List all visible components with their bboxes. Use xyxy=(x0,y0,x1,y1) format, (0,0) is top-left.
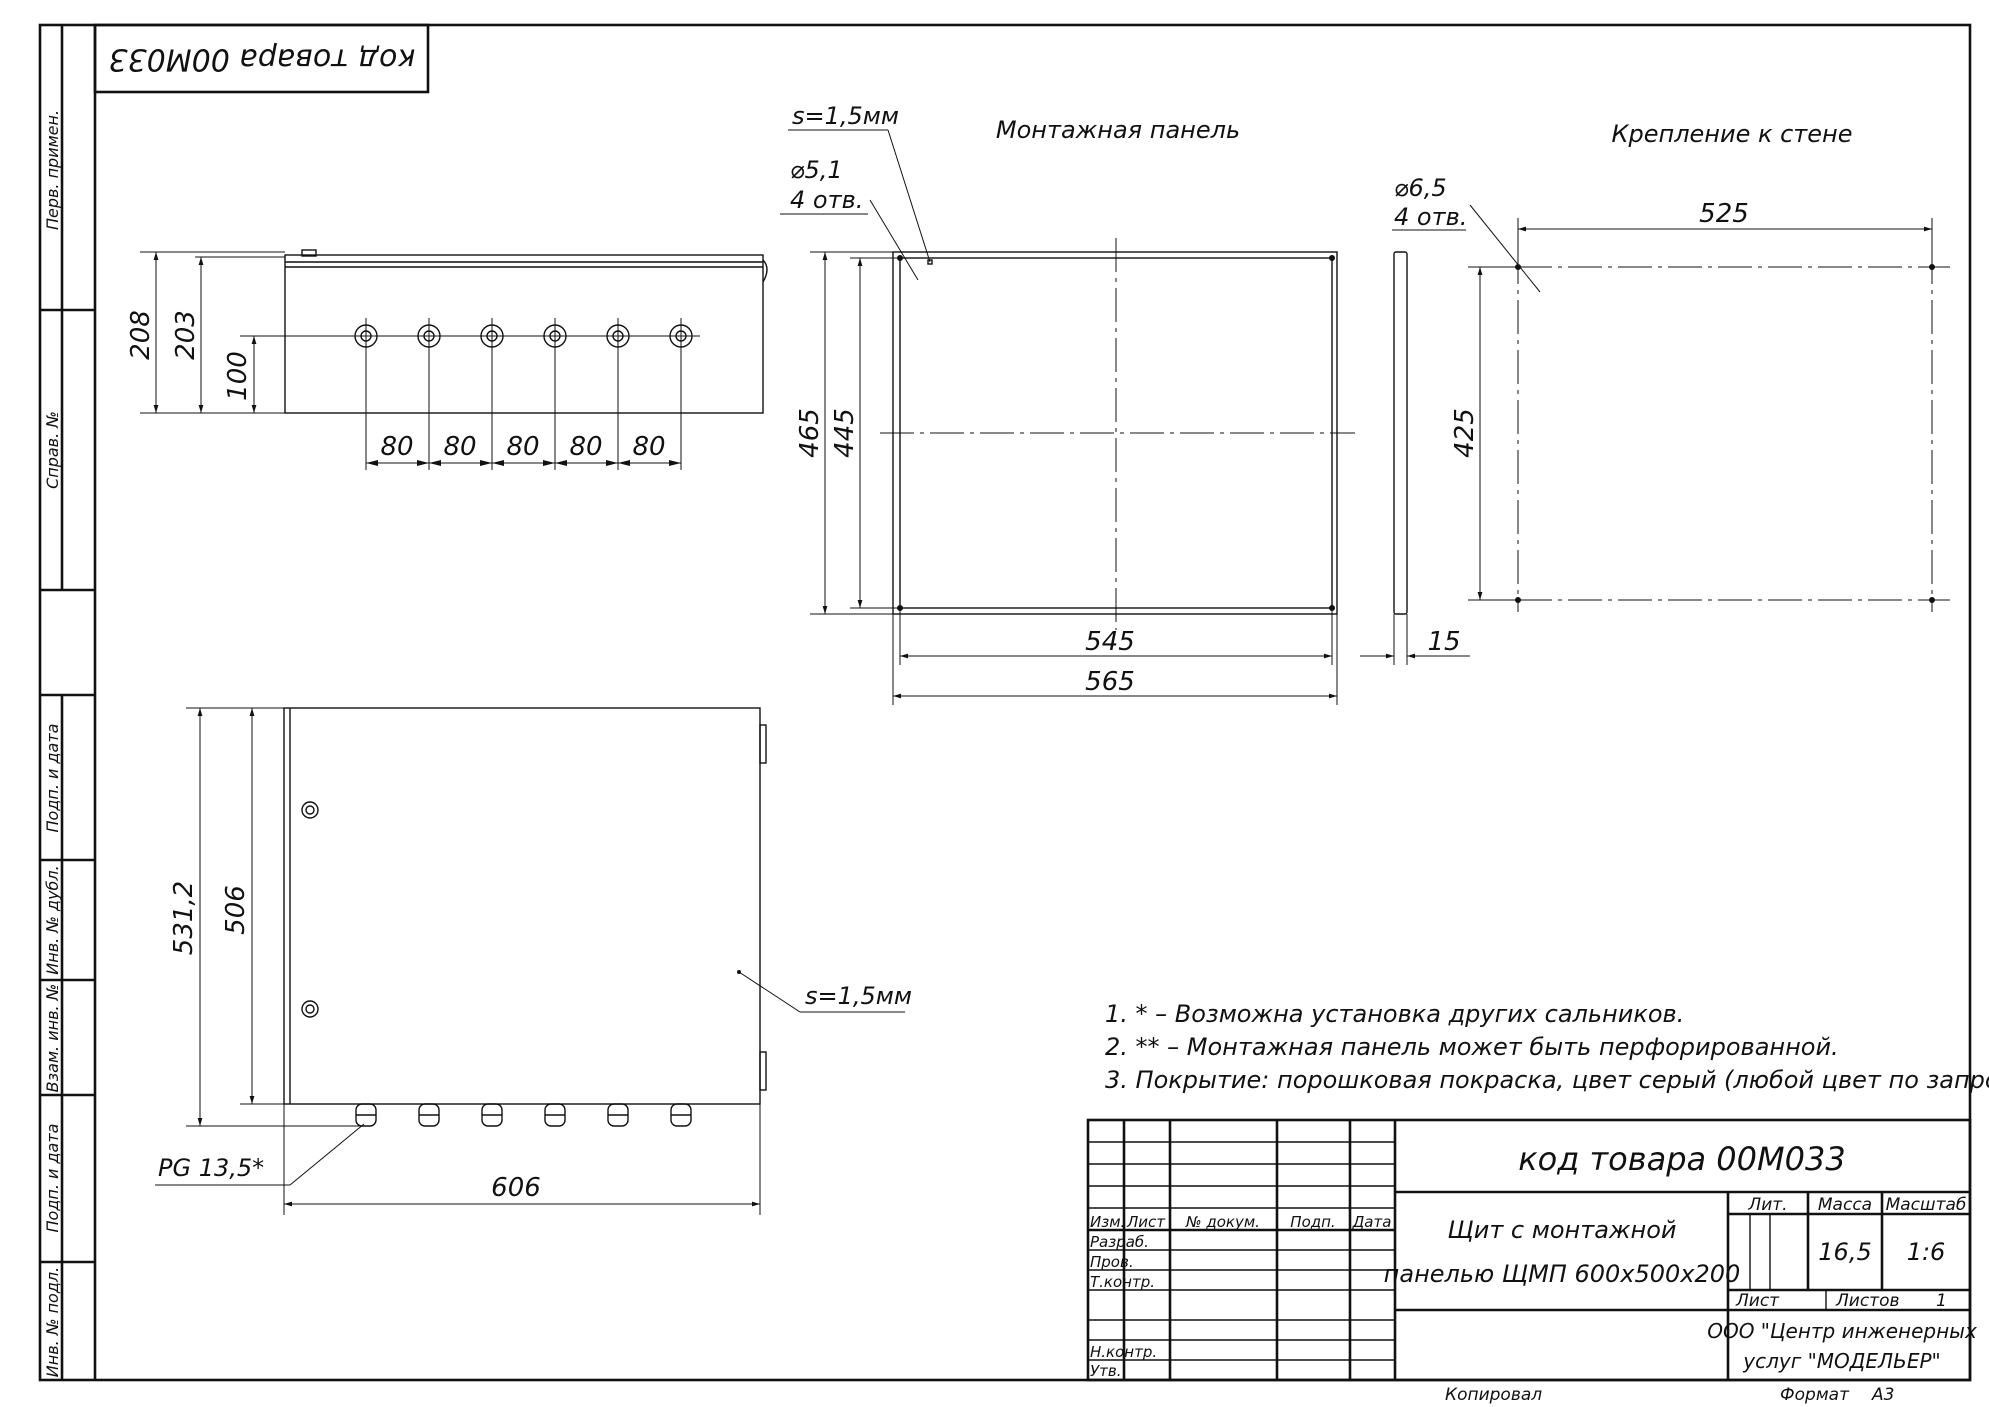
dim-208: 208 xyxy=(126,310,156,360)
stamp-name-1: Щит с монтажной xyxy=(1447,1216,1676,1244)
dim-565: 565 xyxy=(1085,667,1135,697)
hole-wall-count: 4 отв. xyxy=(1394,203,1467,231)
stamp-name-2: панелью ЩМП 600х500х200 xyxy=(1384,1260,1741,1288)
dim-531: 531,2 xyxy=(169,881,199,955)
hole-wall-diameter: ⌀6,5 xyxy=(1394,174,1447,202)
stamp-code: код товара 00М033 xyxy=(1518,1140,1845,1178)
stamp-massa-value: 16,5 xyxy=(1818,1238,1871,1266)
title-wall: Крепление к стене xyxy=(1611,120,1852,148)
strip-perv-primen: Перв. примен. xyxy=(43,110,62,230)
top-view: 208 203 100 80 80 80 80 80 xyxy=(126,249,768,470)
footer-kopiroval: Копировал xyxy=(1445,1385,1542,1405)
dim-606: 606 xyxy=(491,1173,541,1203)
dim-506: 506 xyxy=(221,885,251,935)
note-1: 1. * – Возможна установка других сальник… xyxy=(1105,1000,1684,1028)
strip-podp-data-2: Подп. и дата xyxy=(43,1124,62,1233)
dim-545: 545 xyxy=(1085,627,1135,657)
dim-pitch-1: 80 xyxy=(380,432,413,462)
stamp-utv: Утв. xyxy=(1090,1362,1122,1380)
front-view: s=1,5мм 531,2 506 606 PG 13,5* xyxy=(155,707,912,1215)
stamp-nkontr: Н.контр. xyxy=(1090,1343,1157,1361)
stamp-org-1: ООО "Центр инженерных xyxy=(1707,1319,1977,1343)
stamp-massa: Масса xyxy=(1818,1195,1872,1215)
note-3: 3. Покрытие: порошковая покраска, цвет с… xyxy=(1105,1066,1989,1094)
dim-pitch-4: 80 xyxy=(569,432,602,462)
stamp-hdr-data: Дата xyxy=(1352,1213,1392,1231)
stamp-tkontr: Т.контр. xyxy=(1090,1273,1155,1291)
dim-pitch-5: 80 xyxy=(632,432,665,462)
stamp-listov: Листов xyxy=(1835,1291,1900,1311)
notes: 1. * – Возможна установка других сальник… xyxy=(1105,1000,1989,1094)
gland-holes xyxy=(348,318,700,470)
door-thickness: s=1,5мм xyxy=(805,982,912,1010)
stamp-listov-value: 1 xyxy=(1936,1291,1947,1311)
strip-podp-data-1: Подп. и дата xyxy=(43,724,62,833)
dim-pitch-2: 80 xyxy=(443,432,476,462)
strip-sprav-no: Справ. № xyxy=(43,411,62,489)
strip-vzam-inv: Взам. инв. № xyxy=(43,984,62,1093)
code-box: код товара 00М033 xyxy=(93,23,430,94)
stamp-list: Лист xyxy=(1735,1291,1780,1311)
title-block: код товара 00М033 Щит с монтажной панель… xyxy=(1086,1118,1977,1382)
dim-525: 525 xyxy=(1699,199,1749,229)
dim-425: 425 xyxy=(1450,408,1480,458)
dim-pitch-3: 80 xyxy=(506,432,539,462)
footer-format-value: А3 xyxy=(1871,1385,1894,1405)
strip-inv-podl: Инв. № подл. xyxy=(43,1267,62,1377)
stamp-hdr-podp: Подп. xyxy=(1290,1213,1335,1231)
stamp-hdr-docum: № докум. xyxy=(1185,1213,1260,1231)
stamp-hdr-list: Лист xyxy=(1126,1213,1166,1231)
dim-100: 100 xyxy=(223,351,253,401)
strip-inv-dubl: Инв. № дубл. xyxy=(43,865,62,974)
dim-203: 203 xyxy=(171,310,201,360)
note-2: 2. ** – Монтажная панель может быть перф… xyxy=(1105,1033,1839,1061)
stamp-hdr-izm: Изм. xyxy=(1090,1213,1125,1231)
dim-445: 445 xyxy=(830,408,860,458)
hole-panel-count: 4 отв. xyxy=(790,186,863,214)
cable-glands xyxy=(355,1103,692,1127)
left-strip: Перв. примен. Справ. № Подп. и дата Инв.… xyxy=(40,25,95,1380)
dim-465: 465 xyxy=(795,408,825,458)
stamp-org-2: услуг "МОДЕЛЬЕР" xyxy=(1742,1349,1940,1373)
footer-format: Формат xyxy=(1780,1385,1850,1405)
outer-frame xyxy=(38,23,1972,1382)
panel-thickness: s=1,5мм xyxy=(792,102,899,130)
stamp-masshtab: Масштаб xyxy=(1886,1195,1967,1215)
wall-mount-view: Крепление к стене 525 425 ⌀6,5 4 отв. xyxy=(1392,120,1950,612)
stamp-masshtab-value: 1:6 xyxy=(1907,1238,1946,1266)
stamp-prov: Пров. xyxy=(1090,1253,1134,1271)
stamp-razrab: Разраб. xyxy=(1090,1233,1149,1251)
dim-15: 15 xyxy=(1427,627,1460,657)
stamp-lit: Лит. xyxy=(1747,1195,1787,1215)
title-panel: Монтажная панель xyxy=(996,116,1240,144)
pg-gland-label: PG 13,5* xyxy=(158,1154,264,1182)
code-box-text: код товара 00М033 xyxy=(109,42,416,77)
mounting-panel-view: Монтажная панель 465 445 545 565 ⌀5,1 4 … xyxy=(780,102,1470,705)
hole-panel-diameter: ⌀5,1 xyxy=(790,156,843,184)
